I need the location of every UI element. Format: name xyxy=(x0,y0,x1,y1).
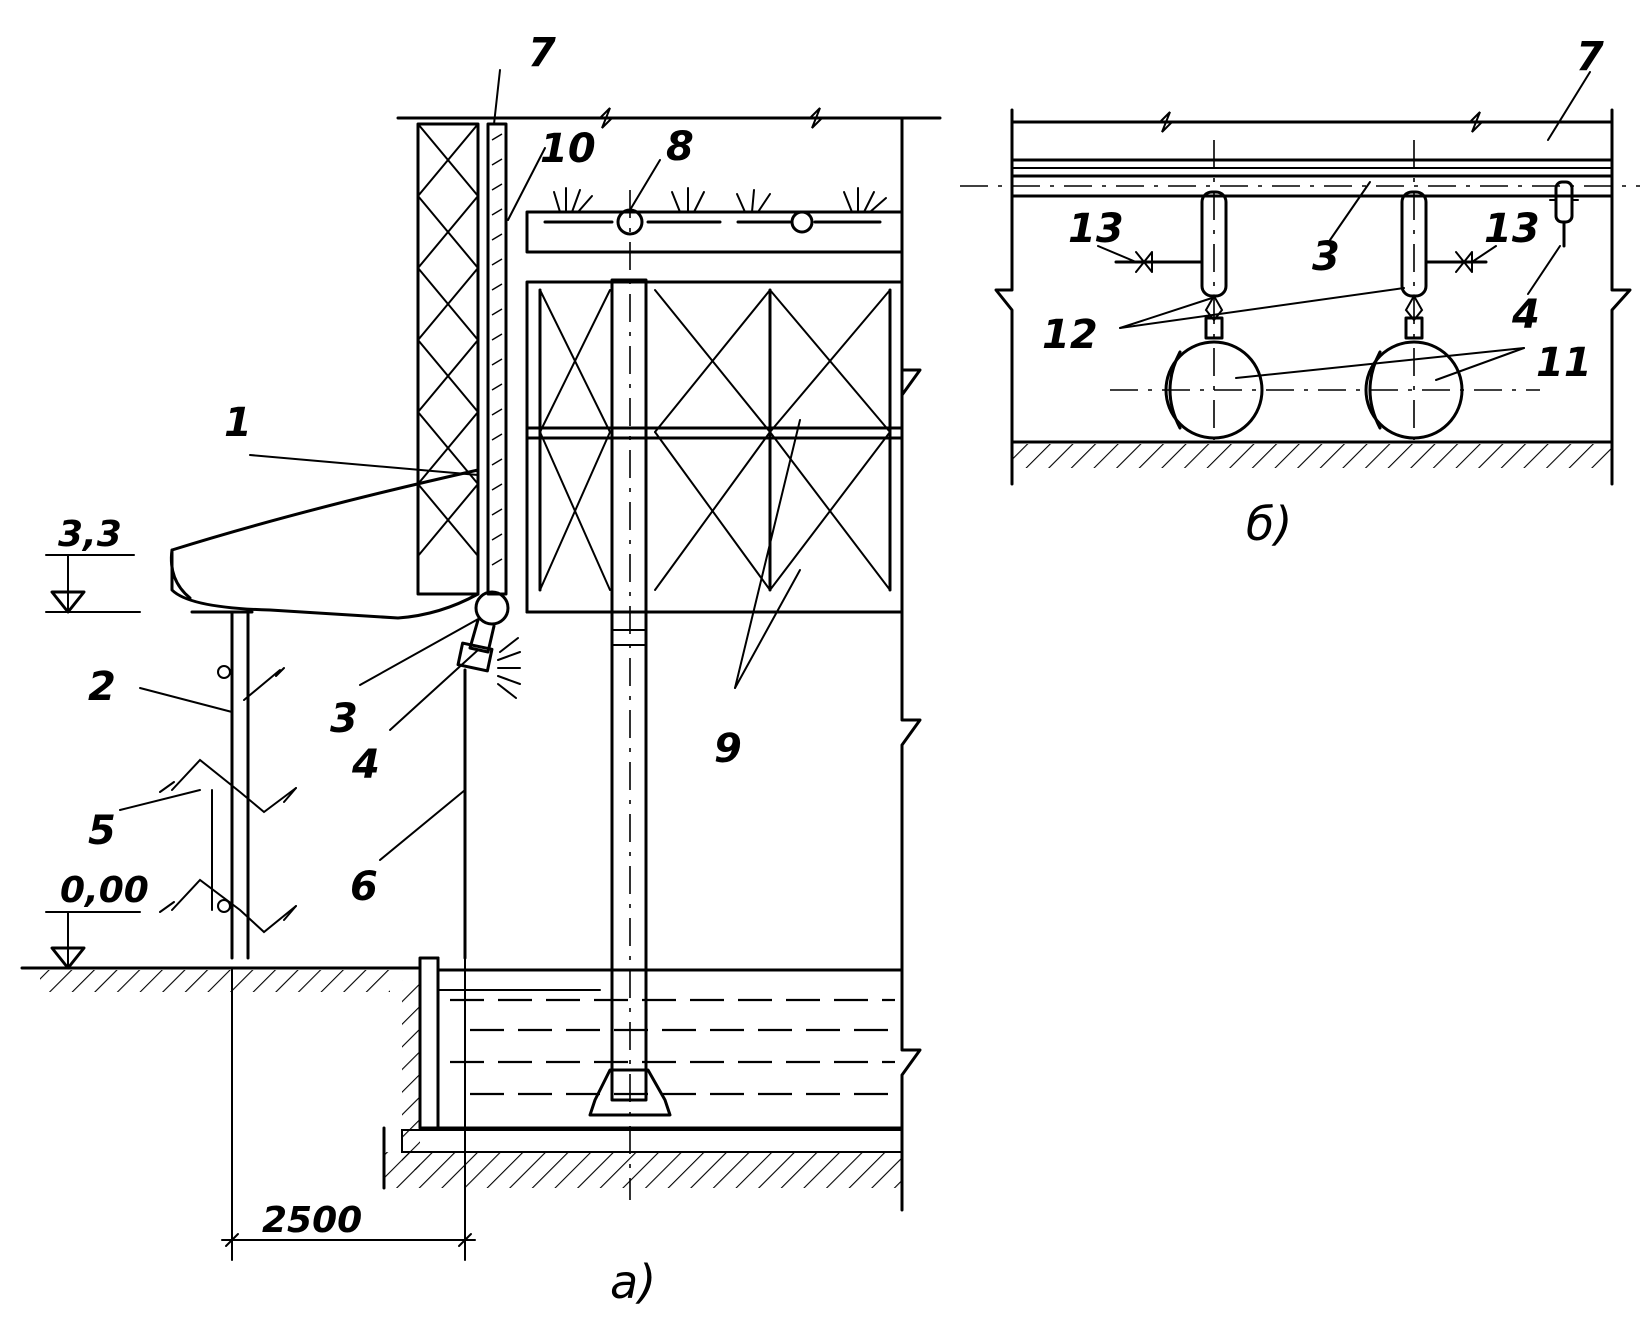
label-canopy: 1 xyxy=(224,400,252,446)
label-width: 2500 xyxy=(262,1200,362,1241)
elevation-markers xyxy=(45,554,141,970)
label-b-nozzle: 4 xyxy=(1511,292,1540,338)
post-and-fence xyxy=(159,610,297,960)
label-b-valve-left: 13 xyxy=(1068,206,1124,252)
drawing-b: 7 3 4 11 12 13 13 б) xyxy=(960,34,1640,551)
floats xyxy=(1110,340,1540,440)
label-elevation-zero: 0,00 xyxy=(60,870,149,911)
leader-lines-b xyxy=(1097,71,1591,381)
water-riser-pipe xyxy=(486,122,508,596)
label-header: 8 xyxy=(666,124,694,170)
label-nozzle: 4 xyxy=(351,742,380,788)
label-b-hangers: 12 xyxy=(1042,312,1098,358)
caption-a: а) xyxy=(610,1255,656,1309)
leader-lines xyxy=(119,69,801,861)
cooling-frame xyxy=(525,280,904,614)
water xyxy=(436,968,904,1096)
dimension-2500 xyxy=(221,957,476,1261)
label-fence: 5 xyxy=(88,808,116,854)
label-elevation-top: 3,3 xyxy=(58,514,122,555)
label-lining: 10 xyxy=(540,126,596,172)
label-pipe: 3 xyxy=(330,696,358,742)
building-wall xyxy=(396,107,942,596)
central-column xyxy=(588,190,672,1200)
label-frame: 9 xyxy=(714,726,742,772)
label-b-valve-right: 13 xyxy=(1484,206,1540,252)
ground-left xyxy=(20,966,420,992)
label-post: 2 xyxy=(88,664,116,710)
spray-nozzle xyxy=(456,590,521,699)
label-b-floats: 11 xyxy=(1536,340,1592,386)
spray-header xyxy=(525,187,904,254)
label-wall: 6 xyxy=(350,864,378,910)
right-break-line xyxy=(900,116,922,1212)
spray-nozzle-b xyxy=(1549,180,1579,248)
label-b-header: 3 xyxy=(1312,234,1340,280)
label-riser: 7 xyxy=(528,30,556,76)
canopy xyxy=(169,468,480,620)
basin xyxy=(382,956,904,1190)
label-b-pipe: 7 xyxy=(1576,34,1604,80)
caption-b: б) xyxy=(1246,497,1292,551)
drawing-a: 1 2 3 4 5 6 7 8 9 10 3,3 0,00 2500 а) xyxy=(20,30,942,1309)
